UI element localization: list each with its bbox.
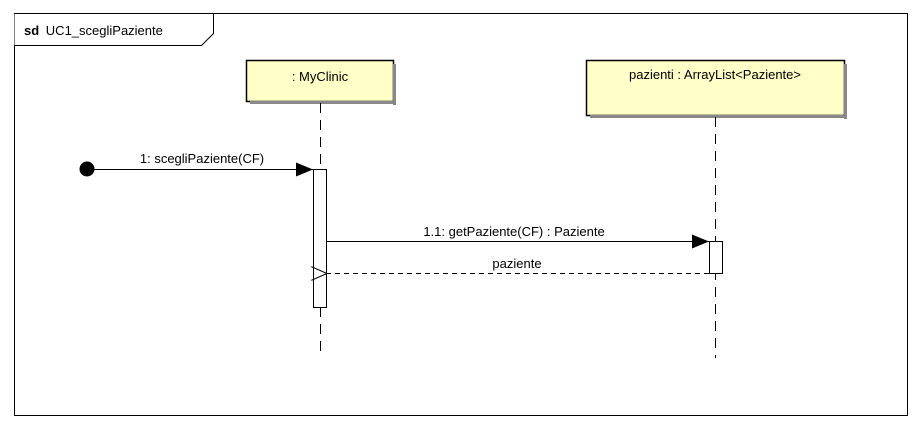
message-reply: paziente	[327, 256, 709, 274]
reply-label: paziente	[492, 256, 541, 271]
frame-title: sd UC1_scegliPaziente	[24, 23, 163, 38]
lifeline-head-shadow	[590, 115, 847, 118]
lifeline-myclinic: : MyClinic	[245, 59, 396, 358]
lifeline-head-shadow	[393, 64, 396, 105]
lifeline-head-shadow	[844, 64, 847, 119]
activation-bar-pazienti[interactable]	[709, 241, 723, 274]
message-1-label: 1: scegliPaziente(CF)	[140, 151, 264, 166]
lifeline-pazienti: pazienti : ArrayList<Paziente>	[585, 59, 847, 358]
lifeline-head-shadow	[250, 101, 396, 104]
message-1: 1: scegliPaziente(CF)	[79, 151, 313, 177]
frame-name: UC1_scegliPaziente	[46, 23, 163, 38]
message-1-1: 1.1: getPaziente(CF) : Paziente	[327, 224, 709, 249]
lifeline-label-myclinic: : MyClinic	[292, 69, 349, 84]
activation-bar-myclinic[interactable]	[313, 169, 327, 308]
lifeline-label-pazienti: pazienti : ArrayList<Paziente>	[629, 67, 801, 82]
message-1-1-label: 1.1: getPaziente(CF) : Paziente	[423, 224, 604, 239]
frame-keyword: sd	[24, 23, 39, 38]
frame-name-tab	[14, 13, 214, 46]
